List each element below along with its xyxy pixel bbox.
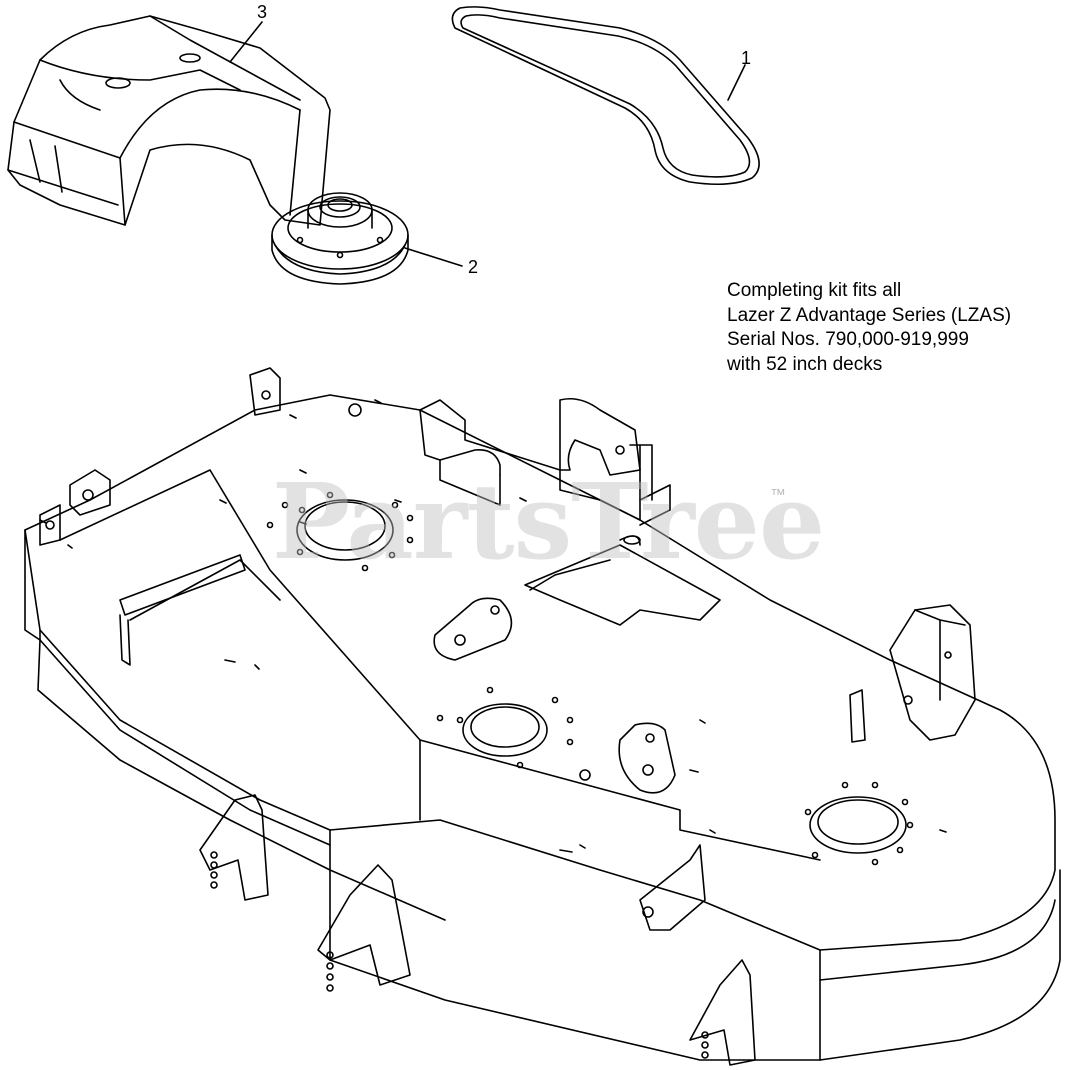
pulley-part: [271, 192, 463, 285]
belt-part: [451, 6, 760, 186]
callout-belt: 1: [741, 48, 752, 68]
note-line: Serial Nos. 790,000-919,999: [727, 329, 969, 350]
note-line: Lazer Z Advantage Series (LZAS): [727, 304, 1012, 326]
callout-pulley: 2: [468, 257, 479, 277]
leader-line-3: [229, 21, 263, 63]
trademark-symbol: ™: [770, 487, 786, 504]
note-line: with 52 inch decks: [727, 353, 883, 375]
leader-line-2: [404, 247, 463, 267]
note-line: Completing kit fits all: [727, 280, 902, 301]
belt-cover-part: [7, 15, 331, 226]
leader-line-1: [727, 64, 746, 101]
callout-cover: 3: [257, 2, 268, 22]
watermark-text: PartsTree: [272, 460, 825, 583]
compatibility-note: Completing kit fits all Lazer Z Advantag…: [727, 279, 1011, 377]
mower-deck: [24, 367, 1061, 1066]
